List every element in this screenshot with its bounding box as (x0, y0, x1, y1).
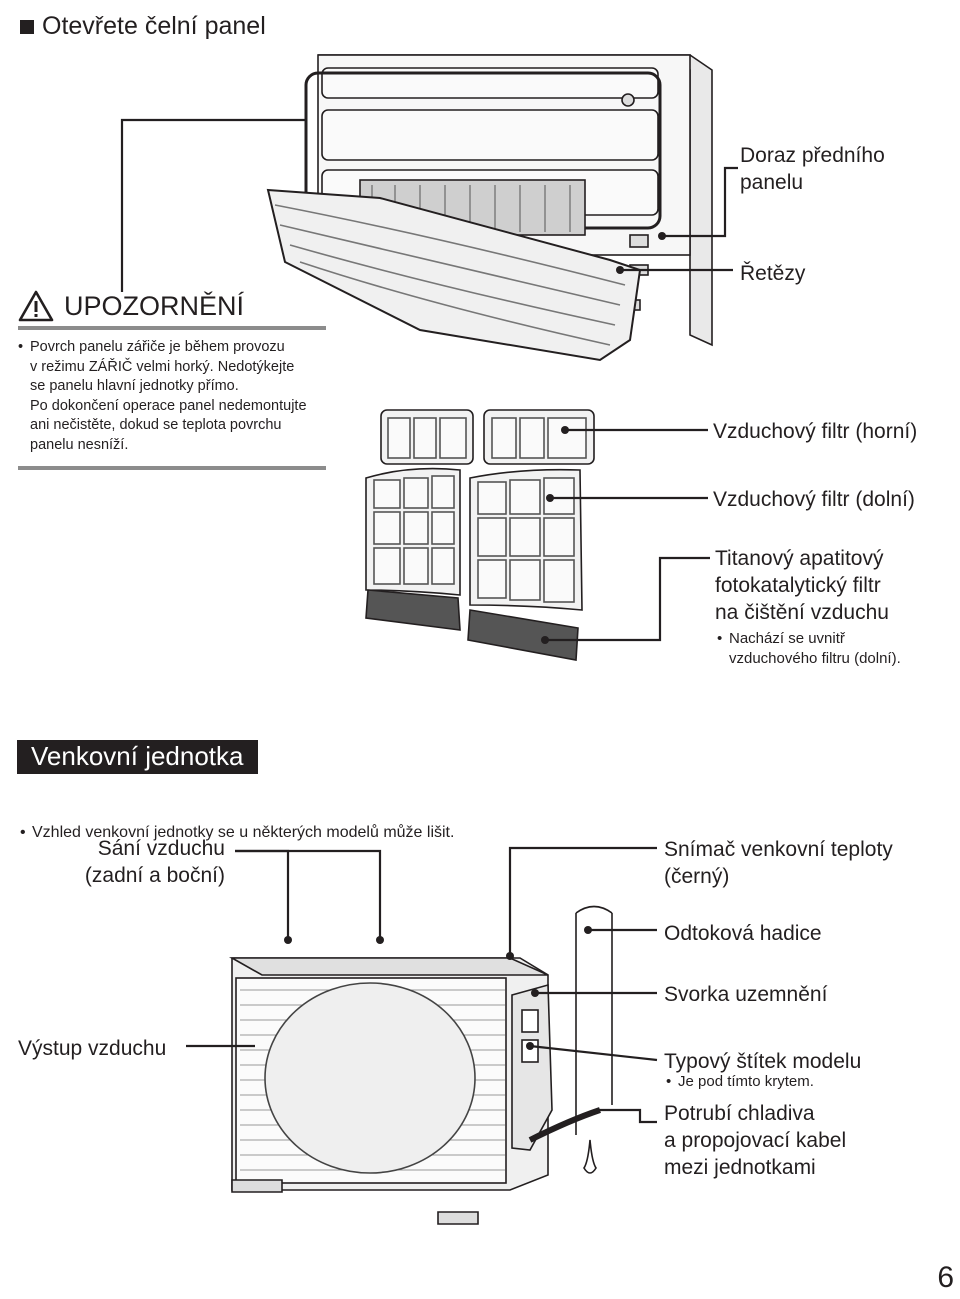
panel-stop-label: Doraz předního panelu (740, 142, 885, 196)
piping-line1: Potrubí chladiva (664, 1102, 815, 1125)
bullet: • (717, 630, 723, 647)
nameplate-label: Typový štítek modelu (664, 1050, 862, 1073)
caution-line: ani nečistěte, dokud se teplota povrchu (30, 417, 282, 434)
caution-line: panelu nesníží. (30, 436, 129, 453)
caution-bottom-rule (18, 465, 326, 470)
earth-terminal-label: Svorka uzemnění (664, 983, 828, 1006)
air-outlet-label: Výstup vzduchu (18, 1037, 167, 1060)
bullet: • (18, 339, 24, 355)
panel-stop-line2: panelu (740, 171, 804, 194)
piping-label: Potrubí chladiva a propojovací kabel mez… (664, 1100, 846, 1181)
caution-top-rule (18, 326, 326, 330)
chains-label: Řetězy (740, 262, 806, 285)
earth-note-text: Je pod tímto krytem. (678, 1073, 814, 1090)
section-heading: Otevřete čelní panel (20, 12, 266, 41)
titanium-line1: Titanový apatitový (715, 547, 884, 570)
indoor-leader-lines (120, 118, 738, 642)
caution-text: • Povrch panelu zářiče je během provozu … (18, 338, 326, 456)
filter-lower-label: Vzduchový filtr (dolní) (713, 488, 915, 511)
titanium-note-line1: Nachází se uvnitř (729, 630, 845, 647)
air-intake-label: Sání vzduchu (zadní a boční) (60, 835, 225, 889)
titanium-note-line2: vzduchového filtru (dolní). (729, 650, 901, 667)
indoor-unit-illustration (266, 54, 713, 362)
outdoor-note: • Vzhled venkovní jednotky se u některýc… (20, 823, 960, 843)
caution-line: Po dokončení operace panel nedemontujte (30, 397, 307, 414)
temp-sensor-line1: Snímač venkovní teploty (664, 838, 893, 861)
caution-line: se panelu hlavní jednotky přímo. (30, 378, 239, 395)
bullet: • (20, 824, 26, 841)
titanium-line2: fotokatalytický filtr (715, 574, 881, 597)
air-filter-lower-illustration (365, 467, 583, 611)
drain-hose-label: Odtoková hadice (664, 922, 822, 945)
outdoor-unit-illustration (228, 905, 613, 1225)
page-number: 6 (937, 1261, 954, 1294)
earth-note: • Je pod tímto krytem. (666, 1072, 960, 1092)
caution-box: UPOZORNĚNÍ • Povrch panelu zářiče je běh… (18, 290, 326, 470)
outdoor-leader-dots (284, 926, 592, 1050)
titanium-line3: na čištění vzduchu (715, 601, 889, 624)
bullet: • (666, 1073, 672, 1090)
square-bullet-icon (20, 19, 34, 34)
caution-line: v režimu ZÁŘIČ velmi horký. Nedotýkejte (30, 358, 295, 375)
caution-heading: UPOZORNĚNÍ (18, 290, 326, 326)
air-intake-line1: Sání vzduchu (97, 837, 225, 860)
temp-sensor-line2: (černý) (664, 865, 730, 888)
caution-line: Povrch panelu zářiče je během provozu (30, 339, 285, 355)
piping-line3: mezi jednotkami (664, 1156, 816, 1179)
section-title: Otevřete čelní panel (42, 12, 266, 40)
air-intake-line2: (zadní a boční) (84, 864, 225, 887)
titanium-note: • Nachází se uvnitř vzduchového filtru (… (717, 629, 960, 669)
air-filter-upper-illustration (380, 409, 595, 465)
piping-line2: a propojovací kabel (664, 1129, 847, 1152)
panel-stop-line1: Doraz předního (740, 144, 885, 167)
temp-sensor-label: Snímač venkovní teploty (černý) (664, 836, 893, 890)
outdoor-note-text: Vzhled venkovní jednotky se u některých … (32, 824, 455, 841)
filter-upper-label: Vzduchový filtr (horní) (713, 420, 918, 443)
outdoor-leader-lines (186, 846, 658, 1124)
outdoor-unit-title: Venkovní jednotka (17, 740, 258, 774)
titanium-filter-label: Titanový apatitový fotokatalytický filtr… (715, 545, 889, 626)
indoor-leader-dots (541, 232, 666, 644)
caution-title: UPOZORNĚNÍ (64, 290, 245, 321)
titanium-filter-illustration (365, 589, 579, 661)
warning-triangle-icon (18, 290, 54, 322)
